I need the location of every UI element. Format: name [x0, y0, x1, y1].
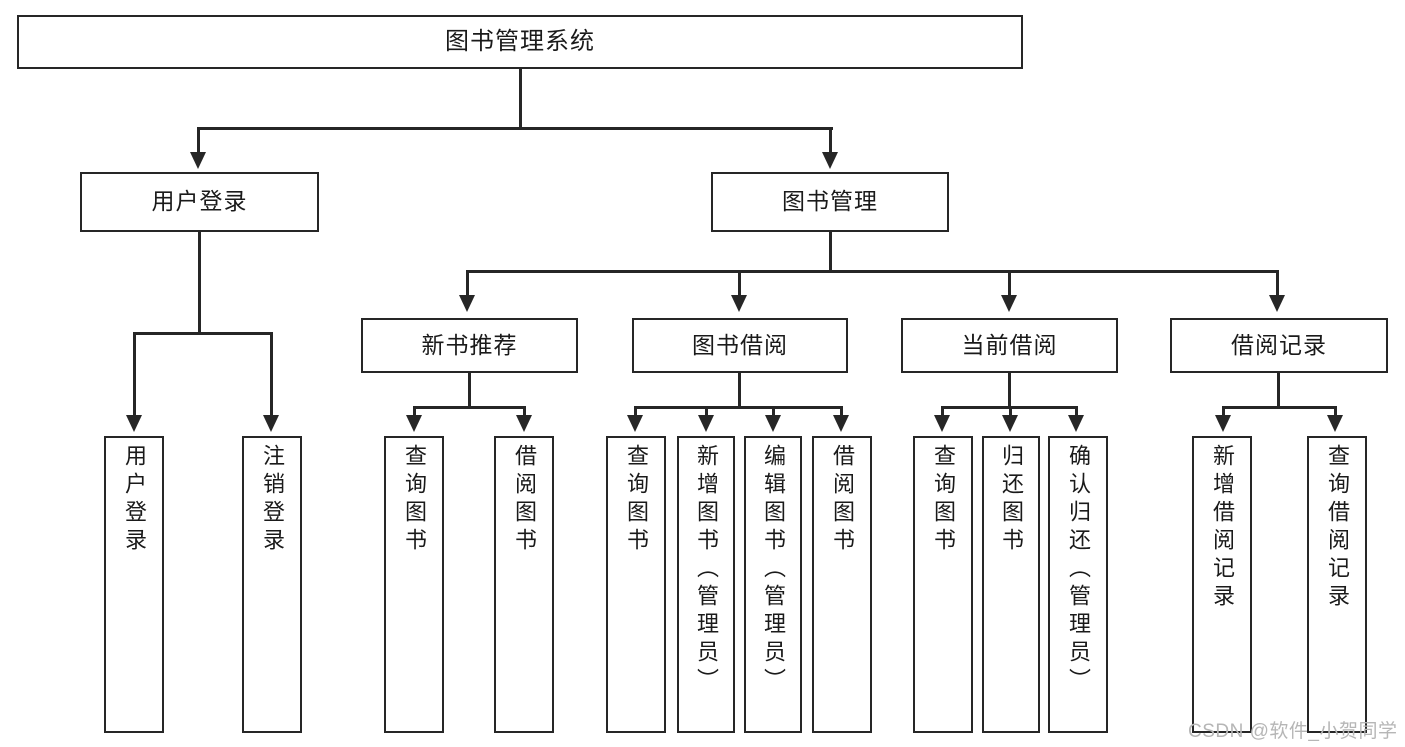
arrowhead-user-login-right: [263, 415, 279, 432]
arrowhead-cb-3: [1068, 415, 1084, 432]
connector-root-stem: [519, 69, 522, 129]
arrowhead-br-1: [1215, 415, 1231, 432]
node-current-borrow[interactable]: 当前借阅: [901, 318, 1118, 373]
leaf-add-book[interactable]: 新增图书（管理员）: [677, 436, 735, 733]
arrowhead-new-book-left: [406, 415, 422, 432]
node-new-book-recommend[interactable]: 新书推荐: [361, 318, 578, 373]
connector-cb-2: [1009, 406, 1012, 417]
leaf-user-login[interactable]: 用户登录: [104, 436, 164, 733]
arrowhead-root-to-user-login: [190, 152, 206, 169]
node-book-borrow[interactable]: 图书借阅: [632, 318, 848, 373]
node-root-book-management-system[interactable]: 图书管理系统: [17, 15, 1023, 69]
node-label: 新书推荐: [421, 331, 518, 358]
connector-br-1: [1222, 406, 1225, 417]
leaf-edit-book[interactable]: 编辑图书（管理员）: [744, 436, 802, 733]
connector-new-book-right: [523, 406, 526, 417]
node-user-login[interactable]: 用户登录: [80, 172, 319, 232]
arrowhead-bb-3: [765, 415, 781, 432]
node-label: 借阅记录: [1231, 331, 1327, 358]
connector-br-2: [1334, 406, 1337, 417]
leaf-query-book-2[interactable]: 查询图书: [606, 436, 666, 733]
leaf-label: 查询借阅记录: [1325, 444, 1350, 612]
leaf-query-record[interactable]: 查询借阅记录: [1307, 436, 1367, 733]
node-borrow-record[interactable]: 借阅记录: [1170, 318, 1388, 373]
leaf-label: 查询图书: [402, 444, 427, 556]
connector-cb-1: [941, 406, 944, 417]
connector-bb-3: [772, 406, 775, 417]
connector-bb-2: [705, 406, 708, 417]
leaf-return-book[interactable]: 归还图书: [982, 436, 1040, 733]
connector-bm-to-new-book: [466, 270, 469, 298]
leaf-label: 借阅图书: [830, 444, 855, 556]
leaf-query-book-1[interactable]: 查询图书: [384, 436, 444, 733]
leaf-label: 查询图书: [624, 444, 649, 556]
arrowhead-bm-to-current-borrow: [1001, 295, 1017, 312]
node-label: 当前借阅: [961, 331, 1058, 358]
leaf-borrow-book-2[interactable]: 借阅图书: [812, 436, 872, 733]
connector-bm-to-current-borrow: [1008, 270, 1011, 298]
connector-borrow-record-stem: [1277, 373, 1280, 408]
arrowhead-br-2: [1327, 415, 1343, 432]
connector-root-to-book-management: [829, 127, 832, 155]
arrowhead-bm-to-book-borrow: [731, 295, 747, 312]
arrowhead-root-to-book-management: [822, 152, 838, 169]
leaf-confirm-return[interactable]: 确认归还（管理员）: [1048, 436, 1108, 733]
connector-book-borrow-stem: [738, 373, 741, 408]
connector-book-management-bus: [466, 270, 1279, 273]
connector-new-book-stem: [468, 373, 471, 408]
arrowhead-cb-2: [1002, 415, 1018, 432]
leaf-add-record[interactable]: 新增借阅记录: [1192, 436, 1252, 733]
leaf-label: 归还图书: [999, 444, 1024, 556]
leaf-borrow-book-1[interactable]: 借阅图书: [494, 436, 554, 733]
connector-user-login-stem: [198, 232, 201, 334]
node-book-management[interactable]: 图书管理: [711, 172, 949, 232]
arrowhead-user-login-left: [126, 415, 142, 432]
leaf-label: 确认归还（管理员）: [1066, 444, 1091, 696]
arrowhead-bm-to-borrow-record: [1269, 295, 1285, 312]
arrowhead-new-book-right: [516, 415, 532, 432]
connector-new-book-bus: [413, 406, 526, 409]
connector-root-to-user-login: [197, 127, 200, 155]
arrowhead-cb-1: [934, 415, 950, 432]
connector-user-login-left: [133, 332, 136, 417]
leaf-label: 新增图书（管理员）: [694, 444, 719, 696]
leaf-query-book-3[interactable]: 查询图书: [913, 436, 973, 733]
arrowhead-bb-4: [833, 415, 849, 432]
connector-root-bus: [197, 127, 833, 130]
connector-borrow-record-bus: [1222, 406, 1337, 409]
connector-new-book-left: [413, 406, 416, 417]
arrowhead-bb-2: [698, 415, 714, 432]
arrowhead-bm-to-new-book: [459, 295, 475, 312]
connector-user-login-right: [270, 332, 273, 417]
leaf-label: 查询图书: [931, 444, 956, 556]
connector-book-borrow-bus: [634, 406, 842, 409]
node-label: 用户登录: [151, 188, 248, 215]
connector-book-management-stem: [829, 232, 832, 272]
connector-bb-4: [840, 406, 843, 417]
watermark-text: CSDN @软件_小贺同学: [1188, 721, 1398, 742]
leaf-label: 新增借阅记录: [1210, 444, 1235, 612]
leaf-label: 注销登录: [260, 444, 285, 556]
node-label: 图书管理: [782, 188, 878, 215]
arrowhead-bb-1: [627, 415, 643, 432]
connector-bb-1: [634, 406, 637, 417]
leaf-label: 编辑图书（管理员）: [761, 444, 786, 696]
leaf-label: 用户登录: [122, 444, 147, 556]
node-label: 图书借阅: [692, 331, 788, 358]
connector-bm-to-borrow-record: [1276, 270, 1279, 298]
connector-current-borrow-stem: [1008, 373, 1011, 408]
leaf-logout-login[interactable]: 注销登录: [242, 436, 302, 733]
leaf-label: 借阅图书: [512, 444, 537, 556]
connector-bm-to-book-borrow: [738, 270, 741, 298]
node-label: 图书管理系统: [445, 27, 595, 55]
connector-user-login-bus: [133, 332, 273, 335]
connector-cb-3: [1075, 406, 1078, 417]
